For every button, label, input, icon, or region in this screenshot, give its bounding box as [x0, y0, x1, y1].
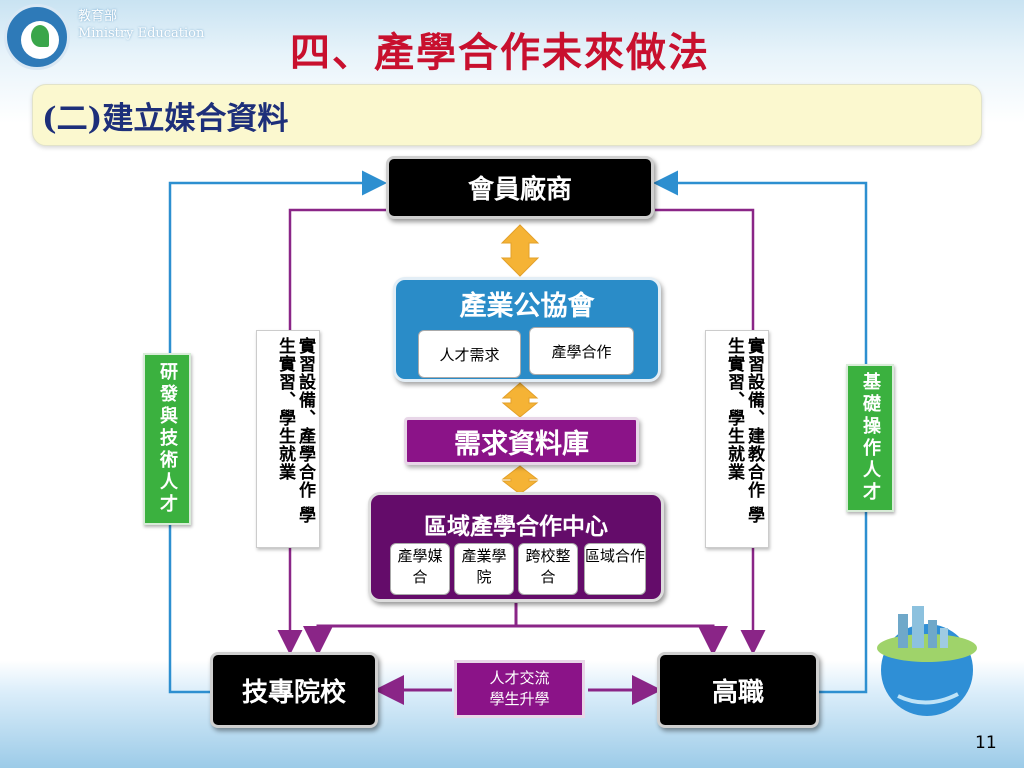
ministry-name: 教育部 Ministry Education — [78, 8, 204, 42]
center-item-cross-school: 跨校整合 — [518, 543, 578, 595]
member-companies-box: 會員廠商 — [386, 156, 654, 219]
double-arrow-association-database — [501, 382, 539, 418]
double-arrow-database-center — [501, 465, 539, 495]
right-inner-label-line2: 學生實習、學生就業 — [724, 337, 764, 524]
center-item-matching: 產學媒合 — [390, 543, 450, 595]
ministry-name-zh: 教育部 — [78, 9, 118, 24]
slide-title: 四、產學合作未來做法 — [290, 29, 710, 76]
arrow-center-to-college — [303, 603, 518, 656]
leaf-icon — [31, 25, 49, 47]
assoc-item-cooperation: 產學合作 — [529, 327, 634, 375]
left-inner-label-line1: 實習設備、產學合作 — [295, 337, 315, 499]
demand-database-box: 需求資料庫 — [404, 417, 639, 465]
ministry-logo — [4, 4, 70, 70]
slide-subtitle: (二)建立媒合資料 — [42, 101, 289, 137]
exchange-line2: 學生升學 — [489, 690, 550, 708]
right-inner-label: 實習設備、建教合作 學生實習、學生就業 — [705, 330, 769, 548]
industry-association-title: 產業公協會 — [459, 291, 595, 322]
vocational-box: 高職 — [657, 652, 819, 728]
page-number: 11 — [975, 733, 997, 753]
center-item-industry-college: 產業學院 — [454, 543, 514, 595]
regional-center-title: 區域產學合作中心 — [424, 513, 608, 540]
exchange-box: 人才交流 學生升學 — [454, 660, 585, 718]
left-inner-label: 實習設備、產學合作 學生實習、學生就業 — [256, 330, 320, 548]
ministry-name-en: Ministry Education — [78, 26, 205, 41]
right-inner-label-line1: 實習設備、建教合作 — [744, 337, 764, 499]
exchange-line1: 人才交流 — [489, 669, 550, 687]
arrow-center-to-vocational — [516, 624, 728, 656]
right-outer-label: 基礎操作人才 — [846, 364, 894, 512]
globe-city-icon — [877, 606, 977, 716]
left-outer-label: 研發與技術人才 — [143, 353, 191, 525]
college-box: 技專院校 — [210, 652, 378, 728]
left-inner-label-line2: 學生實習、學生就業 — [275, 337, 315, 524]
double-arrow-members-association — [500, 224, 540, 277]
center-item-regional: 區域合作 — [584, 543, 646, 595]
assoc-item-talent-demand: 人才需求 — [418, 330, 521, 378]
subtitle-bar — [32, 84, 982, 146]
